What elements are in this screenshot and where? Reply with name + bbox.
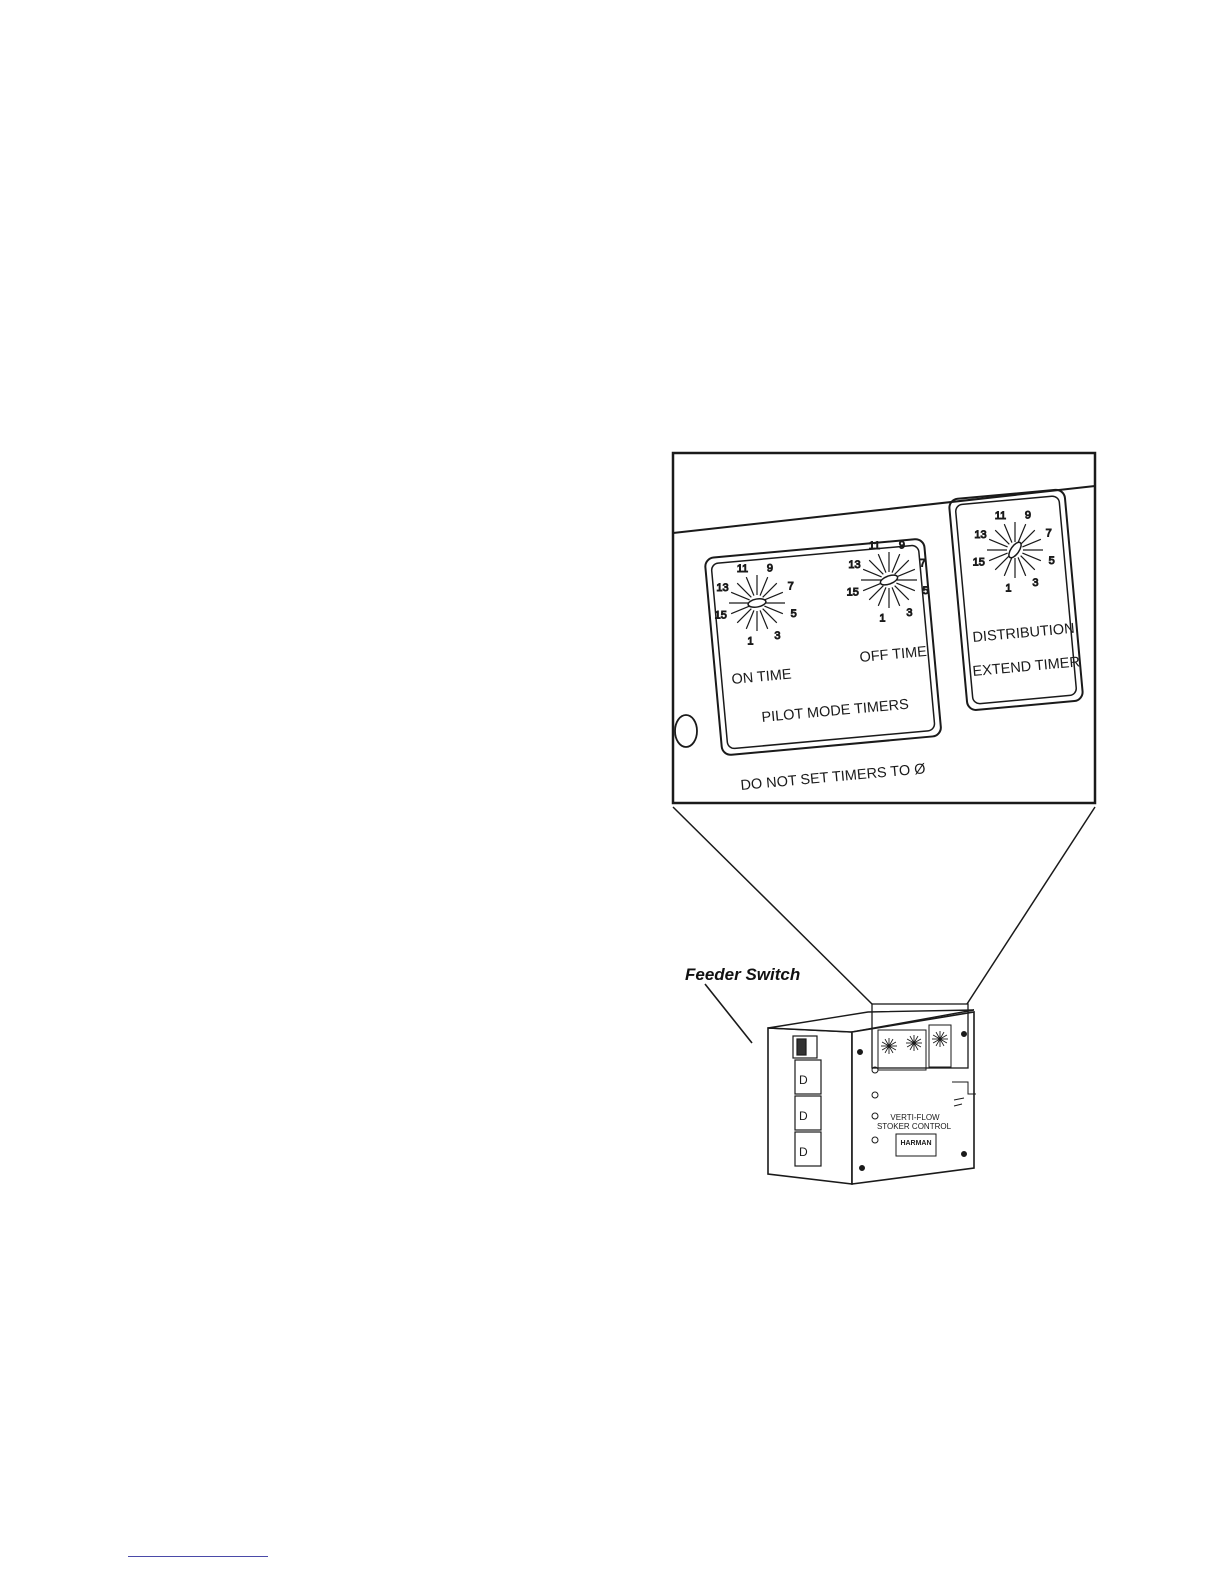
dial-scale-number: 15 bbox=[847, 586, 859, 598]
dial-knob[interactable] bbox=[747, 597, 766, 608]
dial-scale-number: 9 bbox=[899, 539, 905, 551]
dial-scale-number: 11 bbox=[737, 563, 748, 575]
mounting-hole bbox=[675, 715, 697, 747]
dial-scale-number: 15 bbox=[715, 609, 727, 621]
dial-scale-number: 3 bbox=[906, 607, 912, 619]
warning-label: DO NOT SET TIMERS TO Ø bbox=[740, 761, 926, 794]
panel-top-edge bbox=[673, 486, 1095, 533]
dial-scale-number: 7 bbox=[920, 557, 926, 569]
svg-text:D: D bbox=[799, 1145, 808, 1159]
unit-logo-text: HARMAN bbox=[900, 1140, 931, 1147]
off-time-label: OFF TIME bbox=[859, 644, 928, 666]
dial-scale-number: 1 bbox=[1005, 582, 1011, 594]
dial-scale-number: 5 bbox=[923, 585, 929, 597]
extend-timer-label: EXTEND TIMER bbox=[972, 654, 1081, 680]
dial-scale-number: 1 bbox=[879, 612, 885, 624]
dial-scale-number: 3 bbox=[1032, 577, 1038, 589]
svg-text:D: D bbox=[799, 1073, 808, 1087]
dial-scale-number: 9 bbox=[767, 562, 773, 574]
svg-text:D: D bbox=[799, 1109, 808, 1123]
dial-scale-number: 7 bbox=[788, 580, 794, 592]
footnote-rule bbox=[128, 1556, 268, 1557]
dial-scale-number: 5 bbox=[791, 608, 797, 620]
dial-scale-number: 11 bbox=[869, 540, 880, 552]
dial-scale-number: 13 bbox=[716, 582, 728, 594]
on-time-label: ON TIME bbox=[731, 667, 793, 688]
dial-knob[interactable] bbox=[879, 573, 899, 587]
pilot-mode-timers-label: PILOT MODE TIMERS bbox=[761, 697, 910, 726]
dial-scale-number: 3 bbox=[774, 630, 780, 642]
dial-scale-number: 11 bbox=[995, 510, 1006, 522]
feeder-switch-label: Feeder Switch bbox=[685, 965, 800, 984]
feeder-switch-leader bbox=[705, 984, 752, 1043]
dial-scale-number: 9 bbox=[1025, 509, 1031, 521]
dial-scale-number: 7 bbox=[1046, 527, 1052, 539]
on-time-dial: 13579111315 bbox=[715, 562, 797, 647]
dial-scale-number: 13 bbox=[974, 529, 986, 541]
unit-name-line2: STOKER CONTROL bbox=[877, 1122, 952, 1131]
dial-scale-number: 1 bbox=[747, 635, 753, 647]
distribution-label: DISTRIBUTION bbox=[972, 621, 1075, 646]
distribution-box bbox=[949, 489, 1084, 711]
dial-knob[interactable] bbox=[1007, 540, 1024, 559]
dial-scale-number: 15 bbox=[973, 556, 985, 568]
dial-scale-number: 13 bbox=[848, 559, 860, 571]
feeder-switch bbox=[793, 1036, 817, 1058]
dial-scale-number: 5 bbox=[1049, 555, 1055, 567]
unit-name-line1: VERTI-FLOW bbox=[890, 1113, 940, 1122]
